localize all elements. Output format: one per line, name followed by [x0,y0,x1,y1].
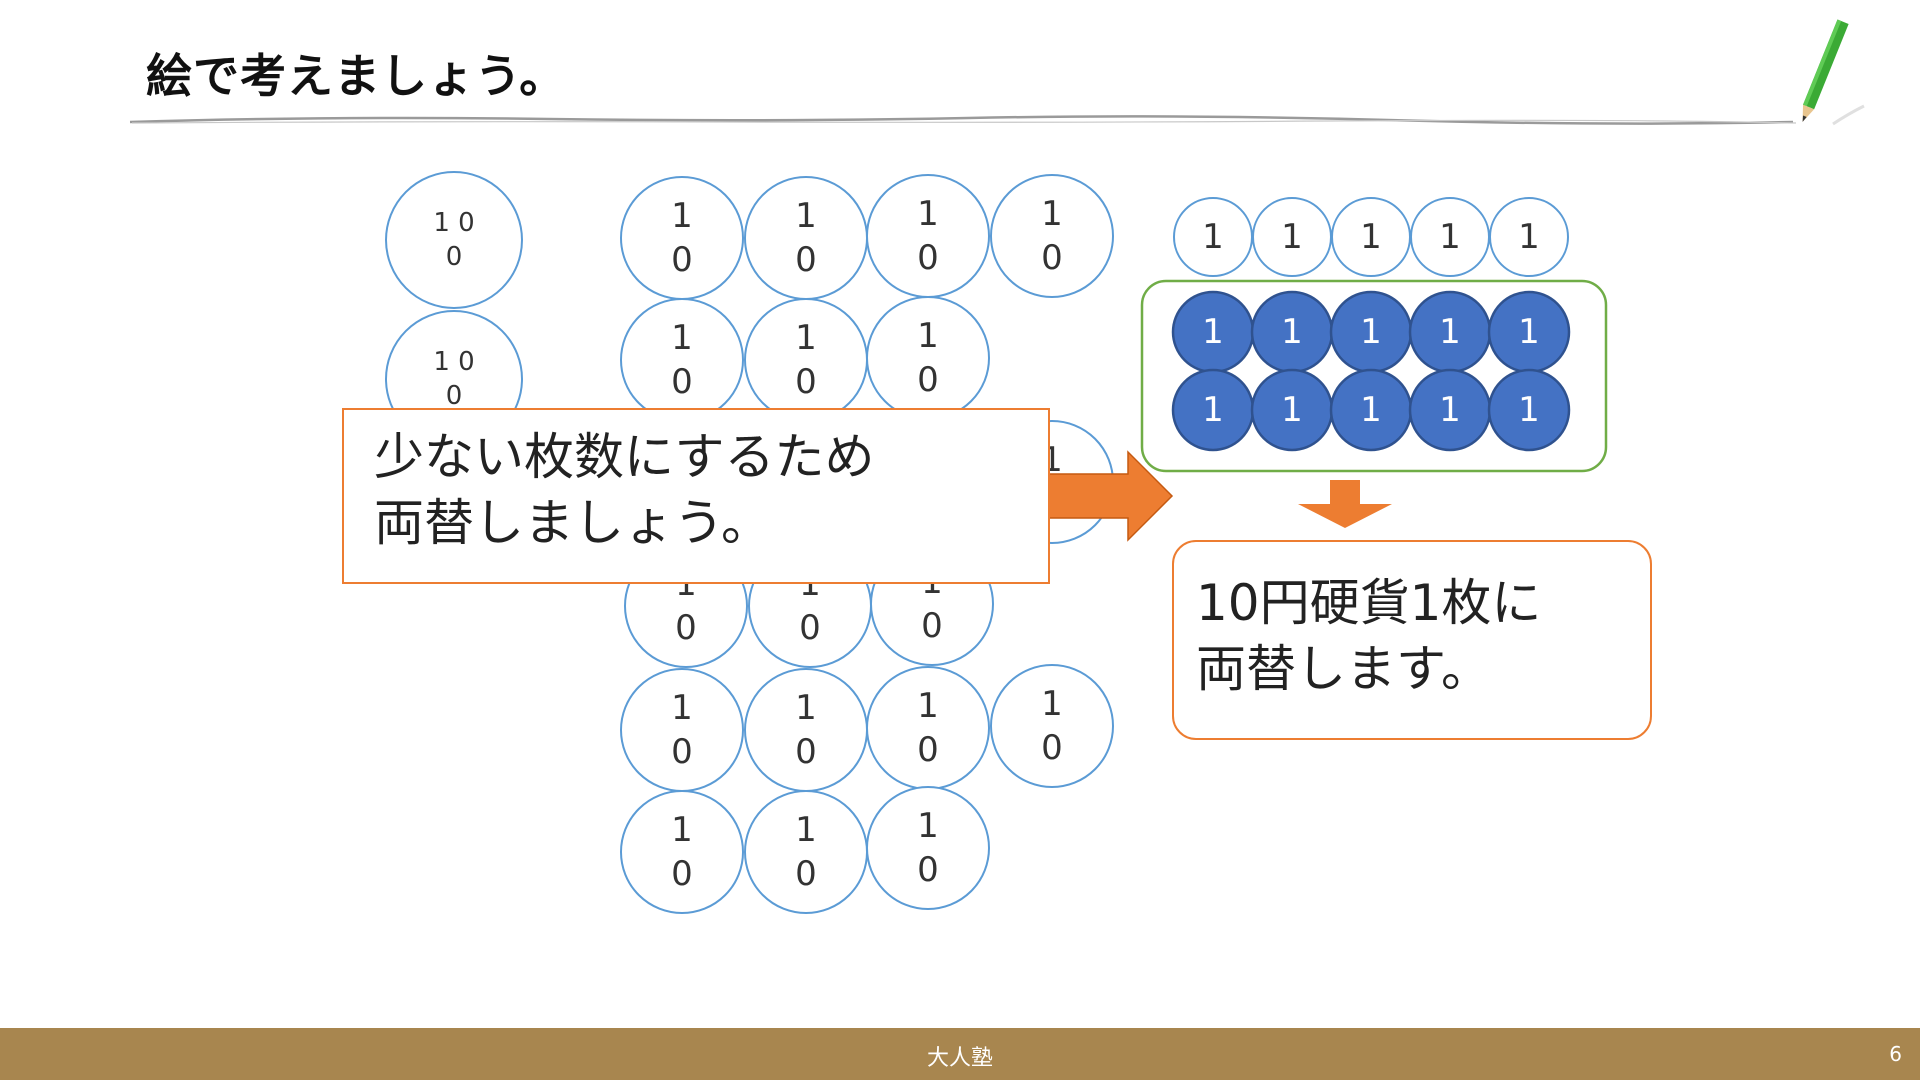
coin-label: 1 [917,806,939,846]
coin-label: 1 [671,688,693,728]
grouped-coins-frame [1140,279,1608,473]
coin-label: 1 [1202,390,1224,430]
coin-label: 1 [1518,312,1540,352]
coin-label: 0 [795,854,817,894]
coin-label: 1 [1439,312,1461,352]
ten-yen-coin: 10 [620,790,744,914]
coin-label: 1 [1281,390,1303,430]
page-number: 6 [1889,1042,1902,1066]
callout-line-1: 少ない枚数にするため [374,428,875,486]
coin-label: 1 [1518,217,1540,257]
ten-yen-coin: 10 [990,664,1114,788]
grouped-one-yen-coin: 1 [1250,368,1334,452]
one-yen-coin: 1 [1173,197,1253,277]
ten-yen-coin: 10 [620,668,744,792]
coin-label: 0 [671,362,693,402]
coin-label: 0 [795,362,817,402]
coin-label: 1 [1360,217,1382,257]
coin-label: 1 [1281,217,1303,257]
grouped-one-yen-coin: 1 [1171,368,1255,452]
coin-label: 0 [917,850,939,890]
grouped-one-yen-coin: 1 [1487,368,1571,452]
pencil-icon [1802,19,1865,126]
coin-label: 1 [917,316,939,356]
ten-yen-coin: 10 [744,790,868,914]
callout-line-2: 両替しましょう。 [374,494,771,552]
result-box: 10円硬貨1枚に 両替します。 [1172,540,1652,740]
coin-label: 1 [671,318,693,358]
coin-label: 1 [671,196,693,236]
ten-yen-coin: 10 [990,174,1114,298]
coin-label: 1 [1041,684,1063,724]
coin-label: 1 [1041,194,1063,234]
ten-yen-coin: 10 [744,176,868,300]
ten-yen-coin: 10 [866,296,990,420]
coin-label: 1 [671,810,693,850]
coin-label: 0 [921,606,943,646]
coin-label: 0 [671,854,693,894]
coin-label: 1 [795,196,817,236]
ten-yen-coin: 10 [620,298,744,422]
coin-label: 0 [917,360,939,400]
coin-label: 1 [795,688,817,728]
coin-label: 0 [1041,238,1063,278]
coin-label: 0 [917,730,939,770]
coin-label: 0 [671,732,693,772]
ten-yen-coin: 10 [866,174,990,298]
grouped-one-yen-coin: 1 [1250,290,1334,374]
coin-label: 1 [795,318,817,358]
coin-label: 1 [917,686,939,726]
title-underline [129,115,1797,125]
grouped-one-yen-coin: 1 [1329,290,1413,374]
hundred-yen-coin: 1 00 [385,171,523,309]
coin-label: 0 [1041,728,1063,768]
grouped-one-yen-coin: 1 [1171,290,1255,374]
exchange-callout: 少ない枚数にするため 両替しましょう。 [342,408,1050,584]
coin-label: 1 [1439,217,1461,257]
ten-yen-coin: 10 [744,298,868,422]
coin-label: 0 [671,240,693,280]
grouped-one-yen-coin: 1 [1487,290,1571,374]
one-yen-coin: 1 [1410,197,1490,277]
coin-label: 0 [446,242,463,272]
coin-label: 0 [446,381,463,411]
coin-label: 1 0 [433,208,474,238]
footer-brand: 大人塾 [926,1046,993,1071]
ten-yen-coin: 10 [866,666,990,790]
ten-yen-coin: 10 [866,786,990,910]
result-line-1: 10円硬貨1枚に [1196,574,1542,632]
grouped-one-yen-coin: 1 [1408,290,1492,374]
grouped-one-yen-coin: 1 [1408,368,1492,452]
coin-label: 0 [795,732,817,772]
one-yen-coin: 1 [1489,197,1569,277]
result-line-2: 両替します。 [1196,640,1491,698]
coin-label: 1 0 [433,347,474,377]
coin-label: 0 [795,240,817,280]
coin-label: 1 [1518,390,1540,430]
ten-yen-coin: 10 [744,668,868,792]
one-yen-coin: 1 [1331,197,1411,277]
coin-label: 0 [917,238,939,278]
footer-bar: 大人塾 6 [0,1028,1920,1080]
arrow-down-icon [1298,480,1392,528]
coin-label: 0 [799,608,821,648]
coin-label: 1 [1439,390,1461,430]
coin-label: 0 [675,608,697,648]
coin-label: 1 [1360,312,1382,352]
slide-title: 絵で考えましょう。 [146,49,567,103]
coin-label: 1 [1202,312,1224,352]
coin-label: 1 [1281,312,1303,352]
ten-yen-coin: 10 [620,176,744,300]
coin-label: 1 [1202,217,1224,257]
grouped-one-yen-coin: 1 [1329,368,1413,452]
coin-label: 1 [1360,390,1382,430]
one-yen-coin: 1 [1252,197,1332,277]
coin-label: 1 [917,194,939,234]
coin-label: 1 [795,810,817,850]
